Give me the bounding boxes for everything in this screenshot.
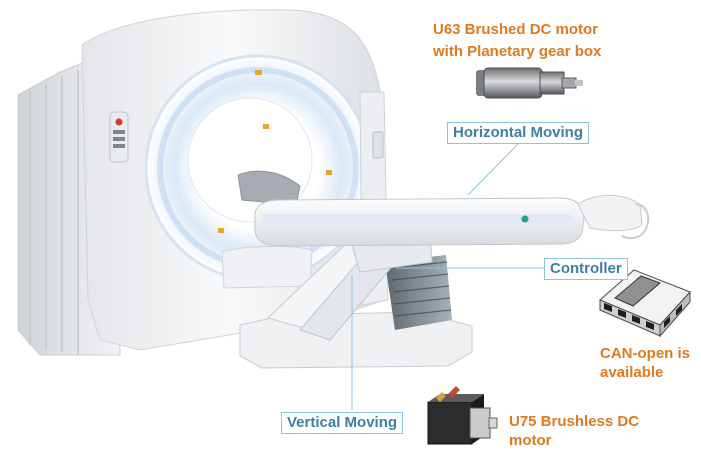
horizontal-moving-label: Horizontal Moving xyxy=(447,122,589,144)
can-open-line2: available xyxy=(600,364,664,381)
leader-lines xyxy=(351,143,548,410)
brushless-motor xyxy=(427,386,498,445)
brushless-motor-caption: U75 Brushless DC motor xyxy=(509,412,639,450)
patient-table xyxy=(239,194,650,369)
controller-board xyxy=(599,269,691,338)
brushless-motor-line2: motor xyxy=(509,432,552,449)
motor-planetary-line1: U63 Brushed DC motor xyxy=(433,21,599,38)
can-open-line1: CAN-open is xyxy=(600,345,690,362)
motor-planetary-caption: U63 Brushed DC motor with Planetary gear… xyxy=(433,20,601,61)
brushless-motor-line1: U75 Brushless DC xyxy=(509,413,640,430)
vertical-moving-label: Vertical Moving xyxy=(281,412,404,434)
planetary-gear-motor xyxy=(476,67,583,99)
can-open-caption: CAN-open is available xyxy=(600,344,690,382)
ct-gantry xyxy=(17,9,389,356)
motor-planetary-line2: with Planetary gear box xyxy=(433,43,602,60)
controller-label: Controller xyxy=(544,258,628,280)
leader-line-horizontal xyxy=(467,143,519,196)
